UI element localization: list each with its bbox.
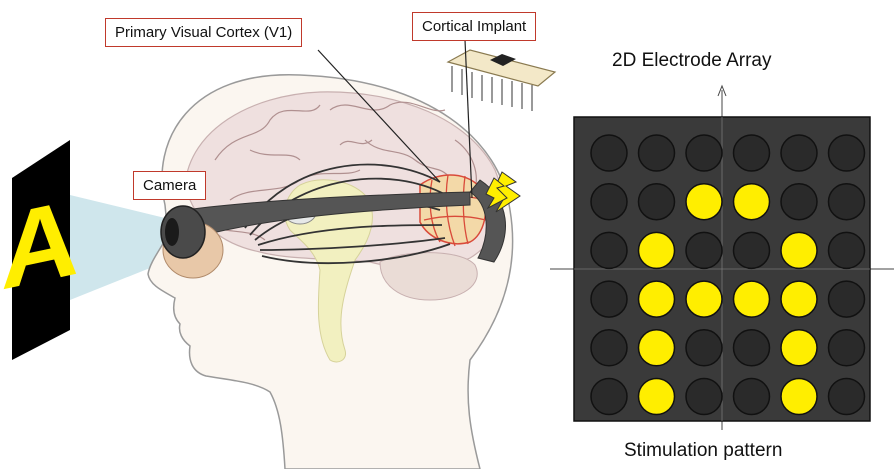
electrode-active — [734, 184, 770, 220]
electrode-active — [639, 232, 675, 268]
electrode-inactive — [829, 135, 865, 171]
electrode-inactive — [781, 135, 817, 171]
electrode-inactive — [591, 330, 627, 366]
electrode-inactive — [591, 281, 627, 317]
electrode-active — [781, 232, 817, 268]
electrode-inactive — [686, 135, 722, 171]
electrode-inactive — [734, 232, 770, 268]
electrode-inactive — [639, 135, 675, 171]
electrode-inactive — [829, 281, 865, 317]
cortical-implant-device — [448, 50, 555, 111]
electrode-inactive — [734, 330, 770, 366]
electrode-active — [734, 281, 770, 317]
electrode-inactive — [829, 379, 865, 415]
cortical-implant-label: Cortical Implant — [412, 12, 536, 41]
camera-lens — [165, 218, 179, 246]
electrode-active — [639, 281, 675, 317]
electrode-inactive — [591, 135, 627, 171]
letter-a: A — [1, 176, 79, 313]
view-cone — [70, 195, 165, 300]
electrode-inactive — [781, 184, 817, 220]
camera-label: Camera — [133, 171, 206, 200]
electrode-inactive — [734, 379, 770, 415]
electrode-inactive — [829, 184, 865, 220]
electrode-active — [781, 281, 817, 317]
electrode-inactive — [829, 330, 865, 366]
electrode-inactive — [591, 232, 627, 268]
electrode-active — [781, 330, 817, 366]
electrode-inactive — [686, 379, 722, 415]
electrode-inactive — [686, 330, 722, 366]
electrode-active — [686, 184, 722, 220]
electrode-inactive — [734, 135, 770, 171]
electrode-inactive — [591, 184, 627, 220]
primary-visual-cortex-label: Primary Visual Cortex (V1) — [105, 18, 302, 47]
stimulation-pattern-label: Stimulation pattern — [624, 440, 782, 462]
electrode-active — [639, 379, 675, 415]
electrode-active — [639, 330, 675, 366]
electrode-active — [781, 379, 817, 415]
electrode-inactive — [591, 379, 627, 415]
electrode-array-title: 2D Electrode Array — [612, 50, 771, 72]
electrode-inactive — [639, 184, 675, 220]
electrode-inactive — [686, 232, 722, 268]
electrode-inactive — [829, 232, 865, 268]
electrode-active — [686, 281, 722, 317]
